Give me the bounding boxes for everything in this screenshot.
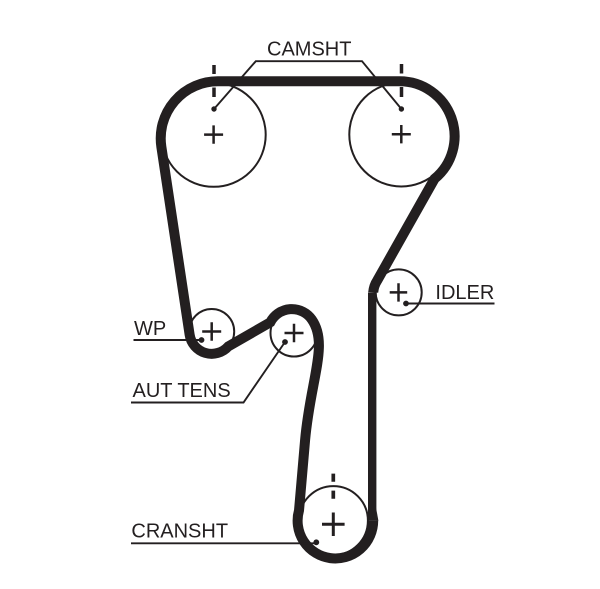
svg-text:WP: WP bbox=[134, 318, 166, 340]
svg-text:CRANSHT: CRANSHT bbox=[131, 521, 228, 543]
svg-text:IDLER: IDLER bbox=[435, 282, 494, 304]
svg-text:CAMSHT: CAMSHT bbox=[267, 39, 351, 61]
svg-text:AUT TENS: AUT TENS bbox=[133, 380, 231, 402]
